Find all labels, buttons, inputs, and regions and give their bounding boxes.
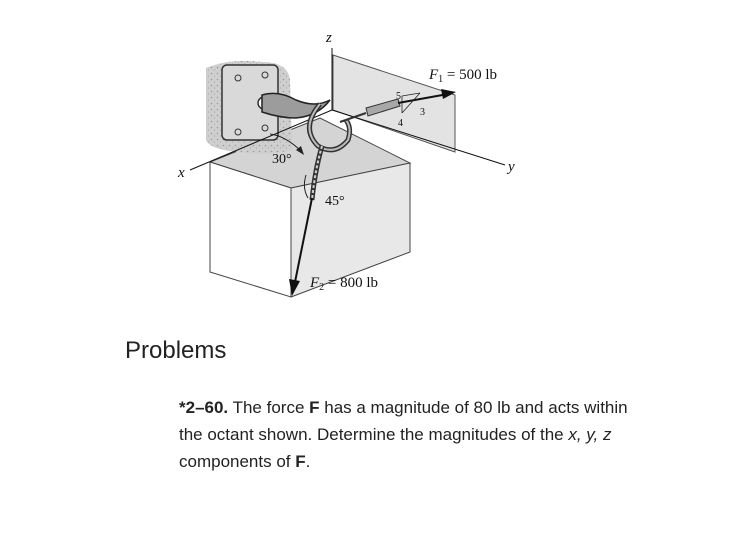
angle-arc-30-arrowhead [296, 146, 304, 155]
statics-figure: z x y 5 4 3 F1 = 500 lb 30° 45° F2 = 800… [177, 30, 515, 298]
cable-1 [339, 98, 401, 123]
force-2-label: F2 = 800 lb [309, 275, 378, 293]
f2-arrowhead [289, 279, 300, 296]
slope-hyp-label: 5 [396, 91, 401, 102]
problem-text-1: The force [228, 398, 310, 417]
problem-statement: *2–60. The force F has a magnitude of 80… [179, 394, 649, 475]
force-symbol-2: F [295, 452, 306, 471]
wall-plate [206, 60, 292, 154]
slope-horizontal-label: 4 [398, 118, 403, 129]
angle-30-label: 30° [272, 152, 292, 167]
y-axis [331, 109, 506, 166]
cable-2 [309, 145, 325, 201]
slope-vertical-label: 3 [420, 107, 425, 118]
y-axis-label: y [506, 159, 515, 175]
components-variables: x, y, z [568, 425, 612, 444]
hook [261, 92, 353, 153]
section-heading: Problems [125, 337, 227, 364]
force-1-label: F1 = 500 lb [428, 67, 497, 85]
z-axis-label: z [325, 30, 332, 46]
angle-45-label: 45° [325, 194, 345, 209]
x-axis-label: x [177, 165, 185, 181]
f2-vector [294, 197, 313, 283]
problem-text-2: has a magnitude of 80 lb and acts within… [179, 398, 628, 444]
f1-arrowhead [441, 89, 456, 99]
problem-number: *2–60. [179, 398, 229, 417]
f1-vector [397, 93, 449, 104]
angle-arc-45 [303, 174, 309, 199]
problem-text-3: components of [179, 452, 296, 471]
slope-triangle [401, 92, 421, 114]
problem-text-4: . [305, 452, 311, 471]
force-symbol: F [309, 398, 320, 417]
concrete-block [208, 117, 412, 298]
